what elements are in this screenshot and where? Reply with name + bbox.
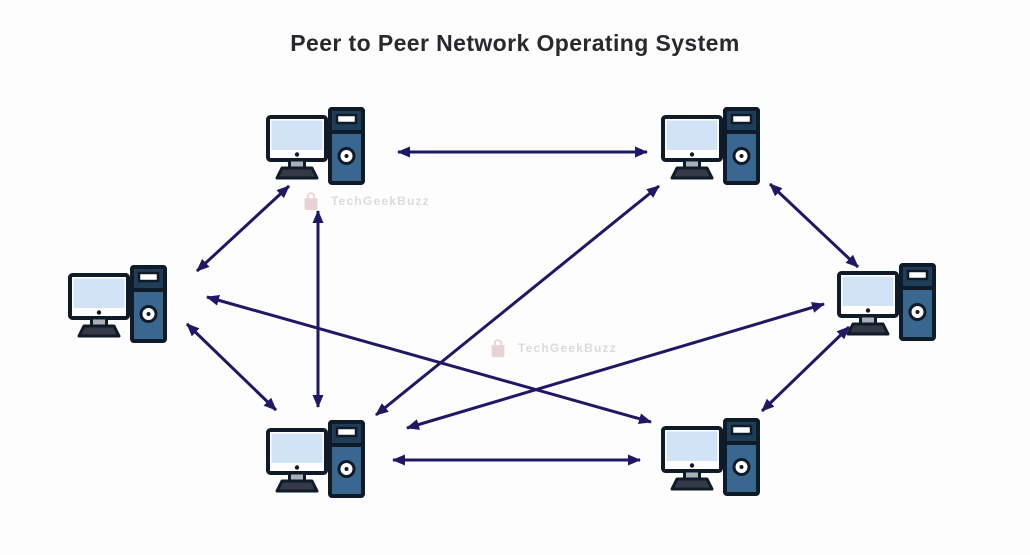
diagram-title: Peer to Peer Network Operating System — [290, 30, 740, 56]
connection-arrow-top-left-middle-left — [195, 184, 291, 273]
connection-arrow-middle-left-bottom-left — [185, 322, 278, 412]
connection-arrow-middle-right-bottom-right — [760, 325, 851, 413]
peer-computer-middle-left — [68, 265, 167, 343]
connection-arrow-middle-right-bottom-left — [406, 302, 825, 430]
computer-icon — [68, 265, 167, 343]
peer-computer-bottom-right — [661, 418, 760, 496]
peer-computer-top-left — [266, 107, 365, 185]
connection-arrow-top-right-bottom-left — [375, 184, 660, 417]
connection-arrows-layer — [185, 146, 860, 466]
computer-icon — [837, 263, 936, 341]
computer-icon — [661, 107, 760, 185]
peer-computer-bottom-left — [266, 420, 365, 498]
connection-arrow-middle-left-bottom-right — [206, 294, 652, 425]
connection-arrow-top-right-middle-right — [768, 182, 860, 269]
peer-computer-middle-right — [837, 263, 936, 341]
computer-icon — [266, 107, 365, 185]
peer-nodes-layer — [68, 107, 936, 498]
peer-computer-top-right — [661, 107, 760, 185]
computer-icon — [661, 418, 760, 496]
computer-icon — [266, 420, 365, 498]
